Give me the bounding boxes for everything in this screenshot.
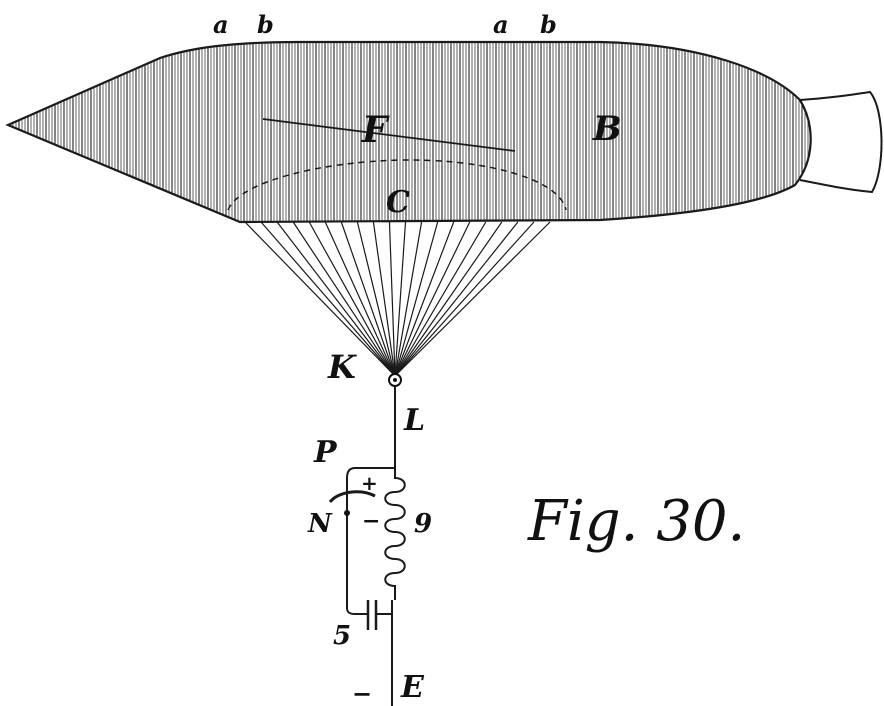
label-minus-inner: − <box>362 508 380 534</box>
label-b-right: b <box>540 10 557 39</box>
suspension-cord <box>372 221 396 377</box>
suspension-cord <box>394 221 439 377</box>
suspension-cord <box>276 221 396 377</box>
label-plus: + <box>361 471 378 495</box>
label-C: C <box>386 185 410 220</box>
tail-fin <box>799 90 883 194</box>
suspension-cord <box>394 221 503 377</box>
balloon-envelope <box>5 40 812 224</box>
electrode-arc <box>328 490 376 504</box>
label-b-left: b <box>257 10 274 39</box>
suspension-cord <box>394 221 423 377</box>
suspension-cord <box>394 221 535 377</box>
suspension-cord <box>356 221 396 377</box>
label-N: N <box>307 509 333 539</box>
line-F <box>262 118 516 152</box>
envelope-hatching <box>9 42 811 222</box>
label-minus-bottom: − <box>352 679 372 706</box>
label-5: 5 <box>333 621 351 651</box>
label-K: K <box>327 348 357 386</box>
label-P: P <box>313 435 338 470</box>
suspension-cord <box>394 221 455 377</box>
suspension-cord <box>260 221 396 377</box>
label-E: E <box>400 670 425 705</box>
suspension-cord <box>394 221 471 377</box>
attachment-ring-center <box>393 378 397 382</box>
induction-coil-9 <box>384 465 406 600</box>
suspension-cord <box>340 221 396 377</box>
label-a-left: a <box>213 10 229 39</box>
suspension-cord <box>394 221 551 377</box>
suspension-cord <box>292 221 396 377</box>
suspension-cord <box>308 221 396 377</box>
suspension-cords <box>244 221 551 377</box>
suspension-cord <box>394 221 407 377</box>
electrode-point-N <box>344 510 350 516</box>
figure-caption: Fig. 30. <box>527 489 745 554</box>
label-9: 9 <box>414 509 432 539</box>
circuit-loop-P <box>346 467 395 615</box>
label-F: F <box>361 109 390 151</box>
suspension-cord <box>324 221 396 377</box>
suspension-cord <box>244 221 396 377</box>
label-B: B <box>592 109 622 149</box>
suspension-cord <box>394 221 519 377</box>
label-a-right: a <box>493 10 509 39</box>
label-L: L <box>403 403 425 438</box>
suspension-cord <box>388 221 396 377</box>
suspension-cord <box>394 221 487 377</box>
